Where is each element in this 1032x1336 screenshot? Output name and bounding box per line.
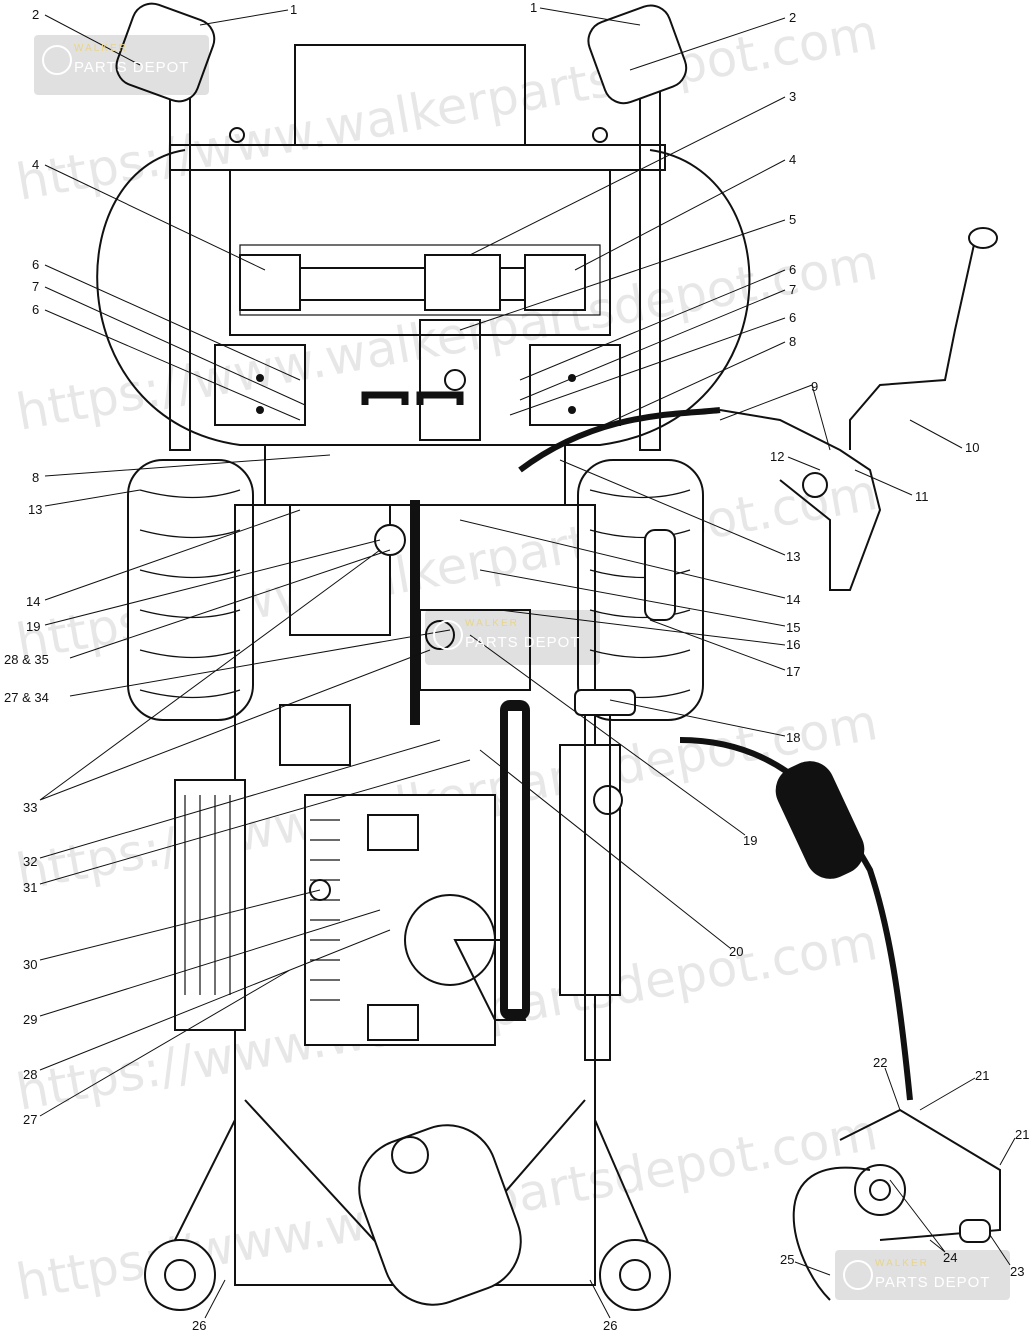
callout-26-left: 26: [192, 1318, 206, 1333]
callout-21-a: 21: [975, 1068, 989, 1083]
leader-lines: [39, 7, 1016, 1319]
callout-6-left-a: 6: [32, 257, 39, 272]
callout-6-right-b: 6: [789, 310, 796, 325]
callout-22: 22: [873, 1055, 887, 1070]
callout-1-left: 1: [290, 2, 297, 17]
callout-3: 3: [789, 89, 796, 104]
logo-top-text: WALKER: [875, 1258, 929, 1269]
callout-6-right-a: 6: [789, 262, 796, 277]
logo-bottom-text: PARTS DEPOT: [465, 634, 581, 651]
callout-12: 12: [770, 449, 784, 464]
callout-24: 24: [943, 1250, 957, 1265]
callout-13-left: 13: [28, 502, 42, 517]
logo-emblem-icon: [42, 45, 72, 75]
callout-21-b: 21: [1015, 1127, 1029, 1142]
mower-deck: [96, 2, 751, 451]
callout-17: 17: [786, 664, 800, 679]
callout-13-right: 13: [786, 549, 800, 564]
callout-4-right: 4: [789, 152, 796, 167]
callout-31: 31: [23, 880, 37, 895]
callout-28: 28: [23, 1067, 37, 1082]
callout-18: 18: [786, 730, 800, 745]
callout-14-left: 14: [26, 594, 40, 609]
logo-top-text: WALKER: [74, 43, 128, 54]
callout-2-right: 2: [789, 10, 796, 25]
callout-27: 27: [23, 1112, 37, 1127]
callout-5: 5: [789, 212, 796, 227]
callout-28-35: 28 & 35: [4, 652, 49, 667]
chassis: [144, 391, 676, 1311]
callout-8-left: 8: [32, 470, 39, 485]
callout-16: 16: [786, 637, 800, 652]
callout-6-left-b: 6: [32, 302, 39, 317]
callout-9: 9: [811, 379, 818, 394]
control-assemblies: [518, 227, 1001, 1301]
logo-bottom-text: PARTS DEPOT: [875, 1274, 991, 1291]
callout-27-34: 27 & 34: [4, 690, 49, 705]
callout-23: 23: [1010, 1264, 1024, 1279]
callout-11: 11: [915, 489, 929, 504]
callout-1-right: 1: [530, 0, 537, 15]
callout-25: 25: [780, 1252, 794, 1267]
watermark-logo: WALKER PARTS DEPOT: [34, 35, 209, 95]
callout-30: 30: [23, 957, 37, 972]
callout-7-right: 7: [789, 282, 796, 297]
callout-33: 33: [23, 800, 37, 815]
callout-8-right: 8: [789, 334, 796, 349]
watermark-logo: WALKER PARTS DEPOT: [835, 1250, 1010, 1300]
callout-4-left: 4: [32, 157, 39, 172]
callout-2-left: 2: [32, 7, 39, 22]
callout-32: 32: [23, 854, 37, 869]
callout-19-left: 19: [26, 619, 40, 634]
callout-15: 15: [786, 620, 800, 635]
logo-bottom-text: PARTS DEPOT: [74, 59, 190, 76]
watermark-logo: WALKER PARTS DEPOT: [425, 610, 600, 665]
logo-emblem-icon: [843, 1260, 873, 1290]
callout-labels: 1 2 1 2 3 4 4 5 6 7 6 6 7 6 8 9 10 11 12…: [4, 0, 1029, 1333]
tires: [127, 459, 704, 721]
callout-20: 20: [729, 944, 743, 959]
callout-7-left: 7: [32, 279, 39, 294]
callout-10: 10: [965, 440, 979, 455]
logo-top-text: WALKER: [465, 618, 519, 629]
callout-26-right: 26: [603, 1318, 617, 1333]
logo-emblem-icon: [433, 620, 463, 650]
callout-14-right: 14: [786, 592, 800, 607]
callout-19-bottom: 19: [743, 833, 757, 848]
callout-29: 29: [23, 1012, 37, 1027]
